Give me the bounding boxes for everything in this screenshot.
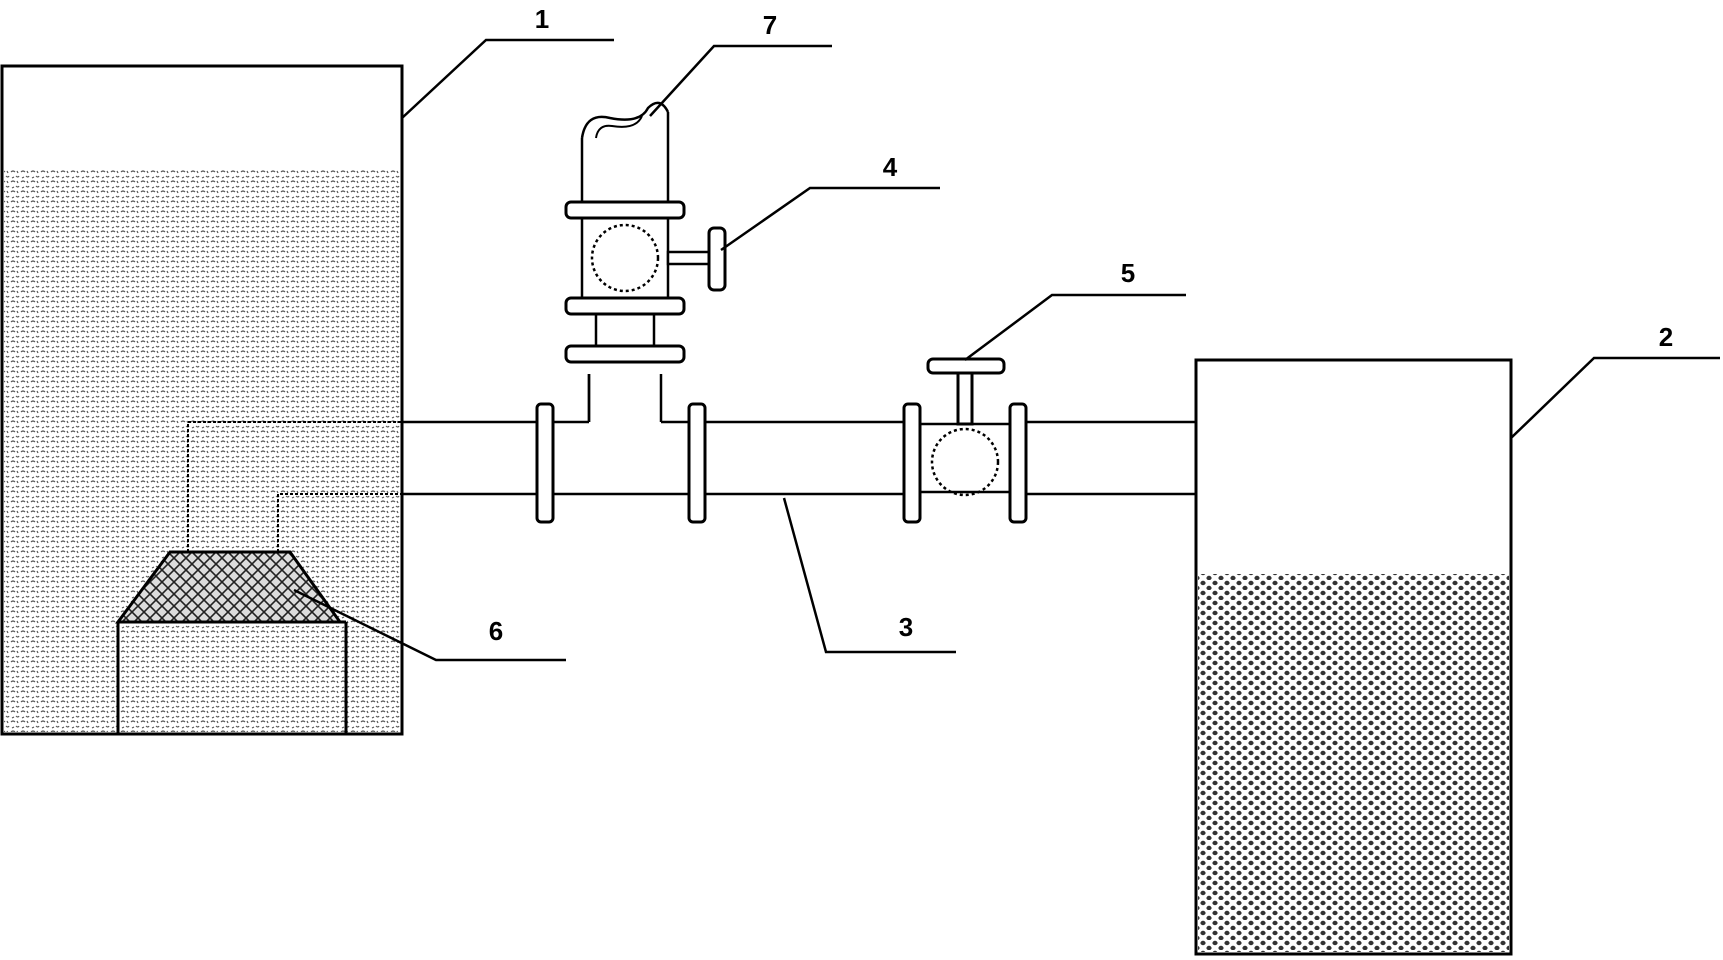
inner-pipe: [187, 421, 402, 552]
leader-7: [649, 44, 832, 117]
leader-6: [293, 588, 566, 662]
label-tank-right: 2: [1659, 322, 1673, 352]
label-tank-left: 1: [535, 4, 549, 34]
leader-lines: [293, 38, 1720, 662]
left-tank: [0, 64, 404, 736]
leader-1: [401, 38, 614, 119]
leader-2: [1510, 356, 1720, 439]
label-filter: 6: [489, 616, 503, 646]
label-branch-pipe: 7: [763, 10, 777, 40]
label-pipe: 3: [899, 612, 913, 642]
leader-5: [964, 293, 1186, 362]
leader-3: [782, 497, 956, 654]
right-tank-liquid: [1198, 574, 1509, 952]
label-vertical-valve: 4: [883, 152, 898, 182]
leader-4: [720, 186, 940, 252]
filter: [115, 550, 348, 734]
right-tank: [1194, 358, 1513, 956]
left-tank-liquid: [4, 170, 400, 732]
label-horizontal-valve: 5: [1121, 258, 1135, 288]
branch-pipe: [564, 101, 686, 422]
main-pipe-flanges: [535, 402, 1028, 524]
horizontal-valve: [920, 357, 1010, 497]
main-pipe: [402, 419, 1196, 497]
vertical-valve: [590, 223, 727, 293]
